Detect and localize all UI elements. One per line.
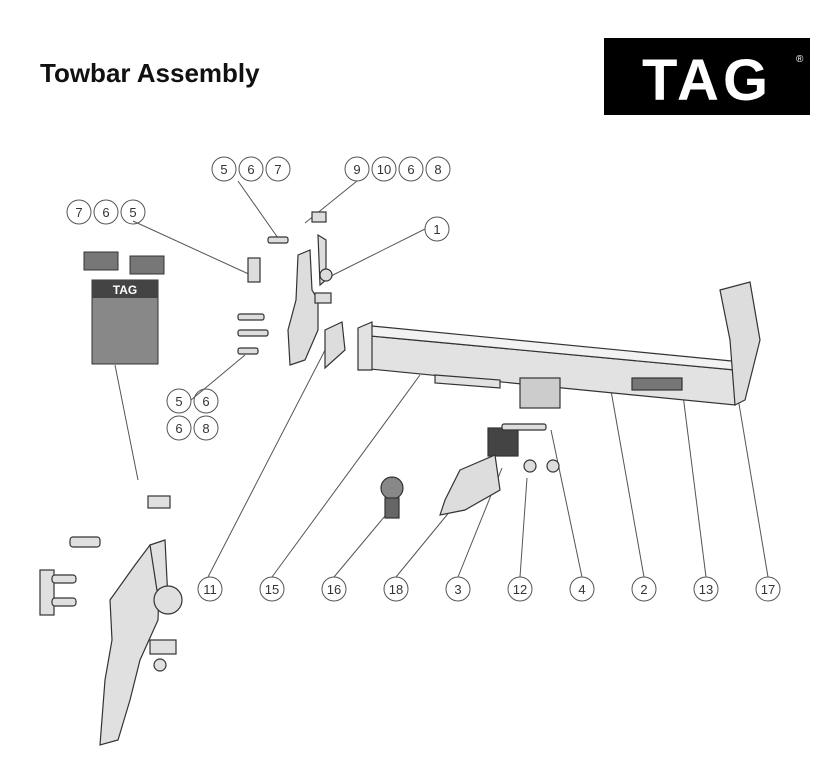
callout-label: 5: [175, 394, 182, 409]
callout-label: 18: [389, 582, 403, 597]
callout-label: 10: [377, 162, 391, 177]
callout-label: 16: [327, 582, 341, 597]
callout-group-top-pin: 9 10 6 8: [344, 156, 451, 182]
callout-group-bottom: 11 15 16 18 3 12 4 2 13 17: [197, 576, 781, 602]
callout-label: 4: [578, 582, 585, 597]
callout-group-top-bolt: 5 6 7: [211, 156, 291, 182]
callout-label: 5: [220, 162, 227, 177]
callout-label: 2: [640, 582, 647, 597]
tag-logo: TAG ®: [604, 38, 810, 115]
callout-label: 1: [433, 222, 440, 237]
tag-logo-text: TAG: [642, 48, 772, 113]
callout-label: 6: [247, 162, 254, 177]
callout-label: 7: [274, 162, 281, 177]
detail-bracket: [39, 495, 183, 746]
towbar-crossbar: [357, 281, 761, 409]
hitch-tongue: [439, 423, 560, 516]
callout-label: 12: [513, 582, 527, 597]
registered-mark: ®: [796, 54, 804, 65]
callout-label: 8: [434, 162, 441, 177]
callout-label: 5: [129, 205, 136, 220]
callout-label: 6: [407, 162, 414, 177]
tow-ball: [380, 476, 404, 519]
callout-label: 7: [75, 205, 82, 220]
callout-label: 17: [761, 582, 775, 597]
callout-group-plate: 1: [424, 216, 450, 242]
callout-group-left-bolt: 7 6 5: [66, 199, 146, 225]
callout-label: 3: [454, 582, 461, 597]
callout-label: 8: [202, 421, 209, 436]
page-title: Towbar Assembly: [40, 58, 260, 88]
callout-label: 11: [203, 582, 217, 597]
callout-group-mid-bolts: 5 6 6 8: [166, 388, 219, 441]
callout-label: 13: [699, 582, 713, 597]
instruction-manual: TAG: [83, 251, 165, 365]
side-bracket-top: [237, 211, 346, 370]
manual-logo-text: TAG: [113, 283, 137, 297]
callouts: 5 6 7 9 10 6 8 1 7 6 5 5 6 6 8: [66, 156, 781, 602]
callout-label: 6: [102, 205, 109, 220]
callout-label: 6: [175, 421, 182, 436]
callout-label: 9: [353, 162, 360, 177]
callout-label: 15: [265, 582, 279, 597]
callout-label: 6: [202, 394, 209, 409]
